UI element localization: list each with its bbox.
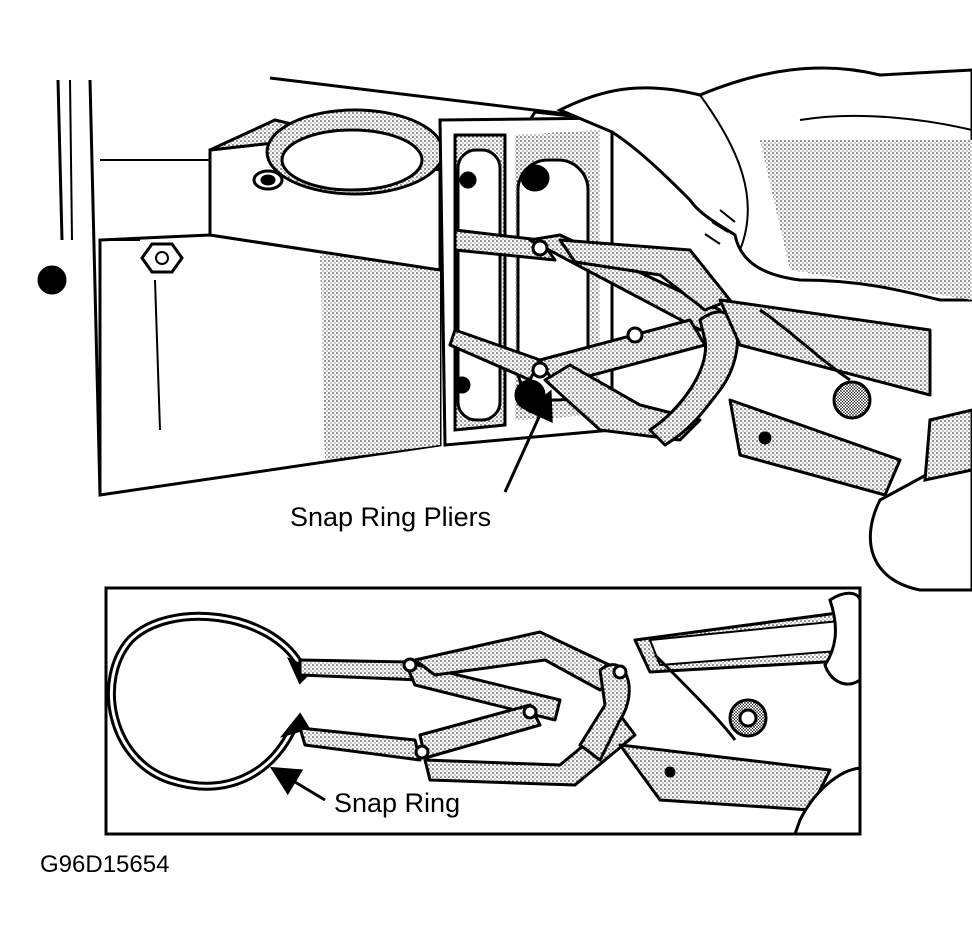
snap-ring [106,611,315,791]
pliers-callout: Snap Ring Pliers [290,389,553,532]
snap-ring-pliers-lower [298,608,862,812]
snap-ring-pliers-upper [448,228,932,497]
ring-label: Snap Ring [334,788,460,818]
figure-id: G96D15654 [40,851,169,878]
pliers-label: Snap Ring Pliers [290,502,491,532]
ring-callout: Snap Ring [269,766,460,818]
technician-hand-inset [792,591,862,836]
upper-illustration: Snap Ring Pliers [37,66,972,592]
technician-hand [556,66,972,592]
lower-illustration: Snap Ring [104,586,862,836]
